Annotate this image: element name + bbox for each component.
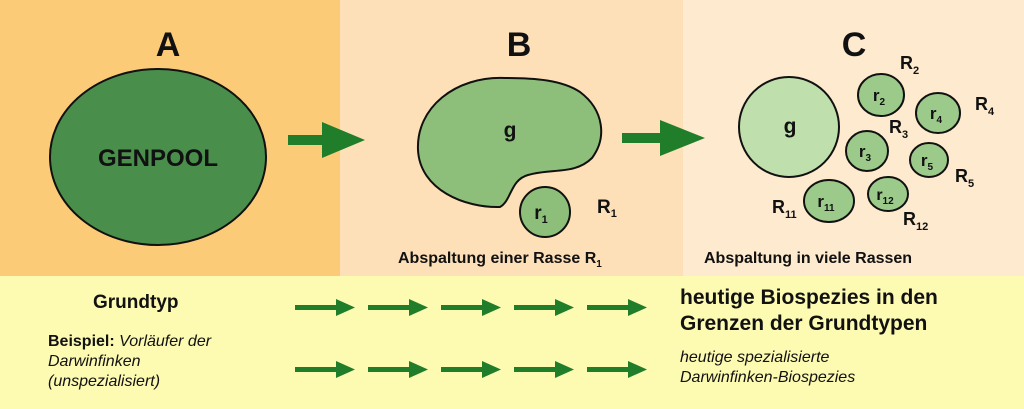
bottom-band xyxy=(0,276,1024,409)
race-R2-label: R2 xyxy=(900,53,919,77)
arrow-a-to-b xyxy=(288,122,365,158)
beispiel-text-3: (unspezialisiert) xyxy=(48,373,161,390)
caption-b: Abspaltung einer Rasse R1 xyxy=(398,250,602,270)
beispiel-text-2: Darwinfinken xyxy=(48,353,141,370)
race-R11-label: R11 xyxy=(772,197,797,221)
race-R5-label: R5 xyxy=(955,166,974,190)
race-R12-label: R12 xyxy=(903,209,928,233)
panel-a-label: A xyxy=(156,26,181,64)
beispiel-label: Beispiel: xyxy=(48,333,115,350)
right-title-1: heutige Biospezies in den xyxy=(680,286,938,309)
race-R4-label: R4 xyxy=(975,94,995,118)
genpool-c-g: g xyxy=(784,115,797,138)
race-r12-circle xyxy=(867,176,909,212)
race-r1-label: r1 xyxy=(534,203,548,226)
genpool-label: GENPOOL xyxy=(98,145,218,172)
genpool-b-g: g xyxy=(504,119,517,142)
race-r11-circle xyxy=(803,179,855,223)
race-r5-circle xyxy=(909,142,949,178)
race-r12-label: r12 xyxy=(876,187,894,207)
arrow-row-2 xyxy=(295,361,647,378)
right-sub-1: heutige spezialisierte xyxy=(680,349,830,366)
race-r2-label: r2 xyxy=(873,86,886,108)
race-r2-circle xyxy=(857,73,905,117)
arrow-b-to-c xyxy=(622,120,705,156)
race-r4-label: r4 xyxy=(930,104,943,126)
race-r4-circle xyxy=(915,92,961,134)
genpool-b-shape xyxy=(416,76,603,209)
panel-c-label: C xyxy=(842,26,867,64)
race-r11-label: r11 xyxy=(817,192,835,214)
genpool-c-circle xyxy=(738,76,840,178)
race-R1-label: R1 xyxy=(597,197,617,220)
grundtyp-label: Grundtyp xyxy=(93,292,179,313)
race-r3-circle xyxy=(845,130,889,172)
race-r5-label: r5 xyxy=(921,151,934,173)
right-sub-2: Darwinfinken-Biospezies xyxy=(680,369,856,386)
beispiel-text-1: Vorläufer der xyxy=(119,333,212,350)
right-title-2: Grenzen der Grundtypen xyxy=(680,312,928,335)
arrow-row-1 xyxy=(295,299,647,316)
caption-c: Abspaltung in viele Rassen xyxy=(704,250,912,267)
beispiel-line-1: Beispiel: Vorläufer der xyxy=(48,333,211,351)
race-r3-label: r3 xyxy=(859,142,872,164)
race-R3-label: R3 xyxy=(889,117,908,141)
panel-b-label: B xyxy=(507,26,532,64)
genpool-ellipse xyxy=(49,68,267,246)
race-r1-circle xyxy=(519,186,571,238)
